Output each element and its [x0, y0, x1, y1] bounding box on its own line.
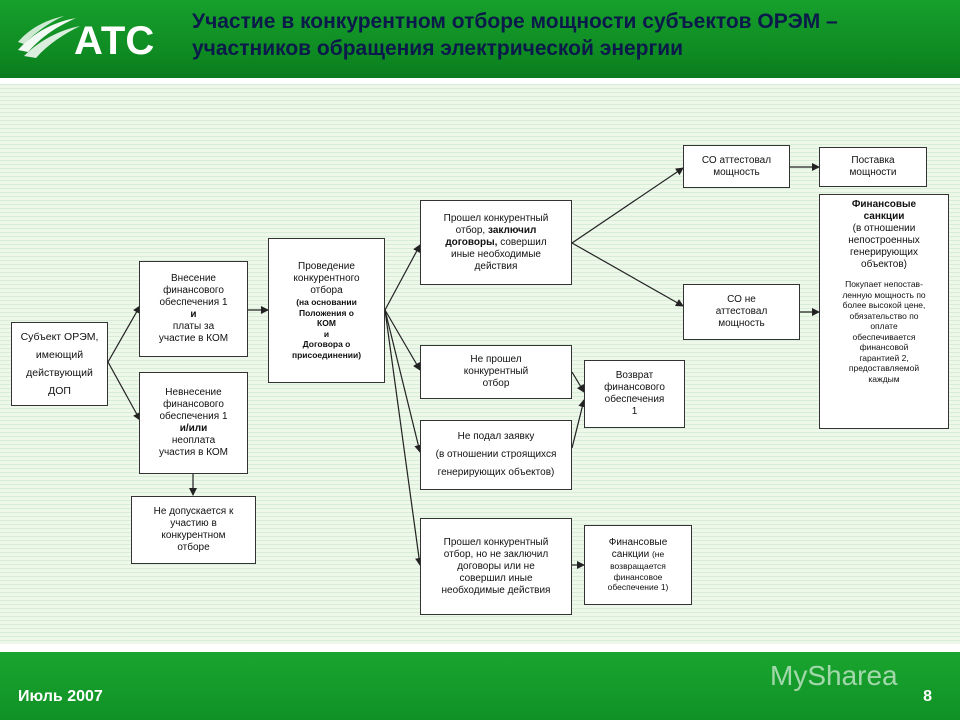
box-not-certified: СО не аттестовал мощность — [683, 284, 800, 340]
footer-bar: MySharea Июль 2007 8 — [0, 652, 960, 720]
box-nodeposit: Невнесение финансового обеспечения 1 и/и… — [139, 372, 248, 474]
page-title: Участие в конкурентном отборе мощности с… — [192, 8, 952, 62]
ats-logo: АТС — [18, 16, 154, 62]
title-line-2: участников обращения электрической энерг… — [192, 37, 684, 60]
box-auction: Проведение конкурентного отбора (на осно… — [268, 238, 385, 383]
box-certified: СО аттестовал мощность — [683, 145, 790, 188]
footer-date: Июль 2007 — [18, 688, 103, 705]
box-not-passed: Не прошел конкурентный отбор — [420, 345, 572, 399]
box-supply: Поставка мощности — [819, 147, 927, 187]
box-subject: Субъект ОРЭМ, имеющий действующий ДОП — [11, 322, 108, 406]
page-number: 8 — [923, 688, 932, 705]
box-no-application: Не подал заявку (в отношении строящихся … — [420, 420, 572, 490]
box-deposit: Внесение финансового обеспечения 1 и пла… — [139, 261, 248, 357]
watermark: MySharea — [770, 660, 898, 691]
header-bar: АТС Участие в конкурентном отборе мощнос… — [0, 0, 960, 78]
box-passed: Прошел конкурентный отбор, заключил дого… — [420, 200, 572, 285]
box-refund: Возврат финансового обеспечения 1 — [584, 360, 685, 428]
title-line-1: Участие в конкурентном отборе мощности с… — [192, 10, 838, 33]
logo-text: АТС — [74, 19, 154, 62]
box-passed-no-action: Прошел конкурентный отбор, но не заключи… — [420, 518, 572, 615]
box-sanctions-2: Финансовые санкции (не возвращается фина… — [584, 525, 692, 605]
box-sanctions: Финансовые санкции (в отношении непостро… — [819, 194, 949, 429]
box-not-admitted: Не допускается к участию в конкурентном … — [131, 496, 256, 564]
